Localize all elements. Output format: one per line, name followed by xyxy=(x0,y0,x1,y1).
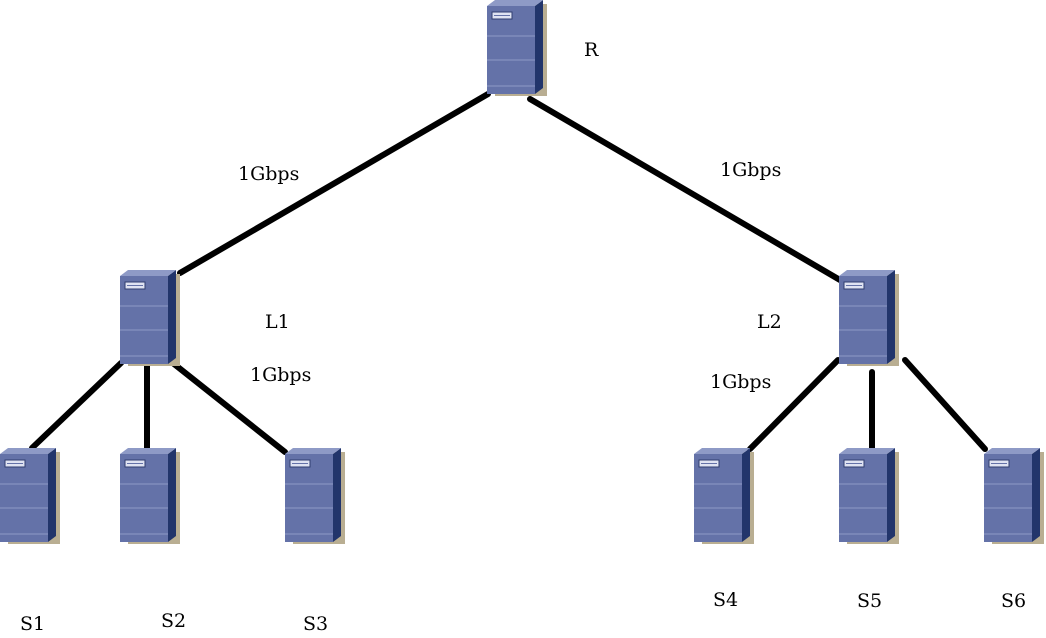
server-l2[interactable] xyxy=(838,269,900,367)
label-l1: L1 xyxy=(265,311,290,333)
bandwidth-label-root-l2: 1Gbps xyxy=(720,159,781,181)
server-s1[interactable] xyxy=(0,447,61,545)
server-tower-icon xyxy=(119,447,181,545)
link-root-l2 xyxy=(527,96,843,283)
bandwidth-label-l2-servers: 1Gbps xyxy=(710,371,771,393)
link-root-l1 xyxy=(177,91,491,276)
server-tower-icon xyxy=(119,269,181,367)
link-l1-s1 xyxy=(29,360,124,451)
bandwidth-label-l1-servers: 1Gbps xyxy=(250,364,311,386)
label-s4: S4 xyxy=(713,589,738,611)
label-s1: S1 xyxy=(20,613,45,635)
server-s5[interactable] xyxy=(838,447,900,545)
links-group xyxy=(29,91,988,455)
link-l2-s6 xyxy=(902,357,988,452)
label-s6: S6 xyxy=(1001,590,1026,612)
server-tower-icon xyxy=(284,447,346,545)
server-tower-icon xyxy=(693,447,755,545)
link-l2-s4 xyxy=(747,357,841,452)
server-l1[interactable] xyxy=(119,269,181,367)
server-s3[interactable] xyxy=(284,447,346,545)
server-root[interactable] xyxy=(486,0,548,97)
server-s6[interactable] xyxy=(983,447,1045,545)
link-l1-s3 xyxy=(166,357,288,455)
server-s2[interactable] xyxy=(119,447,181,545)
server-tower-icon xyxy=(838,447,900,545)
server-tower-icon xyxy=(838,269,900,367)
server-s4[interactable] xyxy=(693,447,755,545)
server-tower-icon xyxy=(486,0,548,97)
server-tower-icon xyxy=(983,447,1045,545)
label-s2: S2 xyxy=(161,610,186,632)
bandwidth-label-root-l1: 1Gbps xyxy=(238,163,299,185)
label-root: R xyxy=(584,39,599,61)
label-s3: S3 xyxy=(303,613,328,635)
label-s5: S5 xyxy=(857,590,882,612)
label-l2: L2 xyxy=(757,311,782,333)
server-tower-icon xyxy=(0,447,61,545)
